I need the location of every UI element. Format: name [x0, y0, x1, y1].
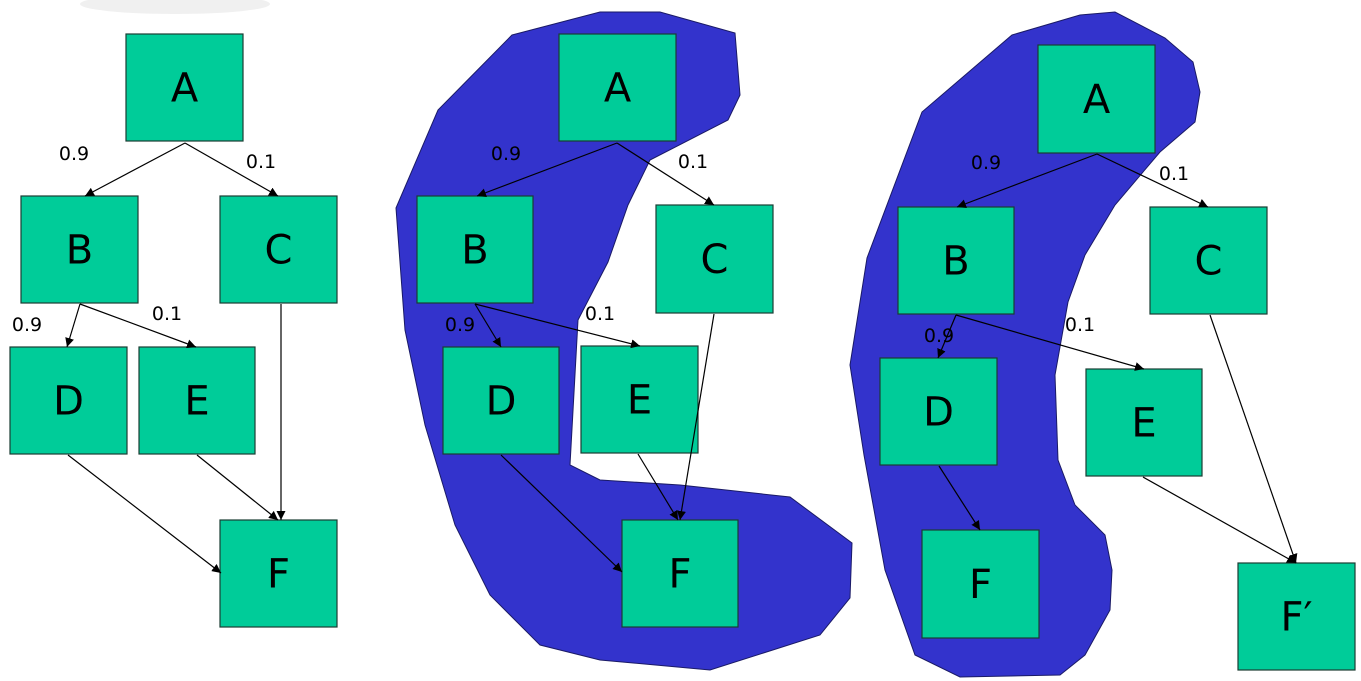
- highlight-region-diagram-3: [849, 11, 1201, 678]
- node-c-box: [655, 204, 774, 314]
- edge-label-b-e: 0.1: [152, 303, 182, 325]
- node-e-label: E: [184, 379, 209, 425]
- node-c-label: C: [701, 237, 729, 283]
- node-d-box: [9, 346, 128, 455]
- node-f-box: [621, 519, 739, 628]
- edges-diagram-1: [65, 142, 286, 574]
- node-a-box: [125, 33, 244, 142]
- node-b-label: B: [461, 228, 488, 274]
- node-e-box: [138, 346, 256, 455]
- node-c-label: C: [265, 228, 293, 274]
- edge-labels-diagram-1: 0.9 0.1 0.9 0.1: [12, 143, 276, 336]
- edge-b-to-d: [937, 314, 957, 359]
- diagram-3: A B C D E F F′ 0.9 0.1 0.9 0.1: [879, 44, 1356, 671]
- node-b-box: [20, 195, 139, 304]
- edge-d-to-f: [938, 465, 981, 531]
- node-b-box: [416, 195, 534, 304]
- node-c-box: [1149, 206, 1268, 315]
- edge-c-to-f2: [1209, 314, 1298, 564]
- edge-c-to-f: [677, 313, 715, 521]
- edge-label-b-e: 0.1: [1065, 314, 1095, 336]
- edge-b-to-e: [474, 303, 641, 349]
- diagram-2: A B C D E F 0.9 0.1 0.9 0.1: [416, 33, 774, 628]
- node-e-box: [580, 345, 699, 454]
- node-c-box: [219, 195, 338, 304]
- node-a-box: [1037, 44, 1156, 154]
- edge-label-b-e: 0.1: [585, 303, 615, 325]
- node-b-box: [897, 206, 1015, 315]
- edge-a-to-c: [616, 142, 715, 206]
- edge-labels-diagram-2: 0.9 0.1 0.9 0.1: [445, 143, 708, 336]
- edge-a-to-c: [184, 142, 279, 197]
- edge-a-to-b: [84, 142, 186, 197]
- diagram-1: A B C D E F 0.9 0.1 0.9 0.1: [9, 33, 338, 628]
- edge-d-to-f: [67, 454, 222, 574]
- edge-label-b-d: 0.9: [12, 314, 42, 336]
- node-d-box: [879, 357, 998, 466]
- edge-label-a-b: 0.9: [491, 143, 521, 165]
- node-f-label: F: [668, 552, 691, 598]
- nodes-diagram-2: A B C D E F: [416, 33, 774, 628]
- edge-label-a-c: 0.1: [246, 151, 276, 173]
- edge-label-a-c: 0.1: [678, 151, 708, 173]
- edge-labels-diagram-3: 0.9 0.1 0.9 0.1: [924, 152, 1189, 347]
- node-d-label: D: [923, 390, 954, 436]
- edge-label-a-c: 0.1: [1159, 163, 1189, 185]
- node-d-box: [442, 346, 560, 455]
- edge-e-to-f: [637, 453, 679, 521]
- node-f-label: F: [969, 562, 992, 608]
- edges-diagram-3: [937, 153, 1298, 564]
- edge-e-to-f2: [1142, 476, 1297, 564]
- edge-b-to-d: [474, 303, 502, 348]
- node-b-label: B: [942, 239, 969, 285]
- edge-b-to-e: [955, 314, 1145, 371]
- node-a-label: A: [171, 66, 199, 112]
- nodes-diagram-3: A B C D E F F′: [879, 44, 1356, 671]
- node-e-box: [1085, 368, 1203, 477]
- background-smudge: [80, 0, 270, 14]
- node-a-label: A: [604, 66, 632, 112]
- edge-a-to-b: [956, 153, 1098, 209]
- node-d-label: D: [53, 379, 84, 425]
- node-d-label: D: [486, 379, 517, 425]
- node-e-label: E: [627, 378, 652, 424]
- node-f-box: [921, 529, 1040, 639]
- node-a-box: [558, 33, 677, 142]
- node-b-label: B: [66, 228, 93, 274]
- highlight-region-diagram-2: [395, 11, 853, 671]
- node-a-label: A: [1083, 77, 1111, 123]
- node-f-label: F: [267, 552, 290, 598]
- edge-label-b-d: 0.9: [924, 325, 954, 347]
- edge-b-to-e: [79, 303, 197, 349]
- nodes-diagram-1: A B C D E F: [9, 33, 338, 628]
- edge-label-a-b: 0.9: [971, 152, 1001, 174]
- edges-diagram-2: [474, 142, 715, 573]
- edge-a-to-c: [1096, 153, 1209, 208]
- node-c-label: C: [1195, 239, 1223, 285]
- node-f-box: [219, 519, 338, 628]
- edge-label-b-d: 0.9: [445, 314, 475, 336]
- edge-label-a-b: 0.9: [59, 143, 89, 165]
- node-f2-box: [1237, 562, 1356, 671]
- edge-d-to-f: [500, 454, 623, 573]
- edge-a-to-b: [476, 142, 618, 198]
- edge-b-to-d: [65, 303, 81, 348]
- edge-e-to-f: [196, 454, 279, 521]
- node-f2-label: F′: [1280, 595, 1312, 641]
- node-e-label: E: [1131, 401, 1156, 447]
